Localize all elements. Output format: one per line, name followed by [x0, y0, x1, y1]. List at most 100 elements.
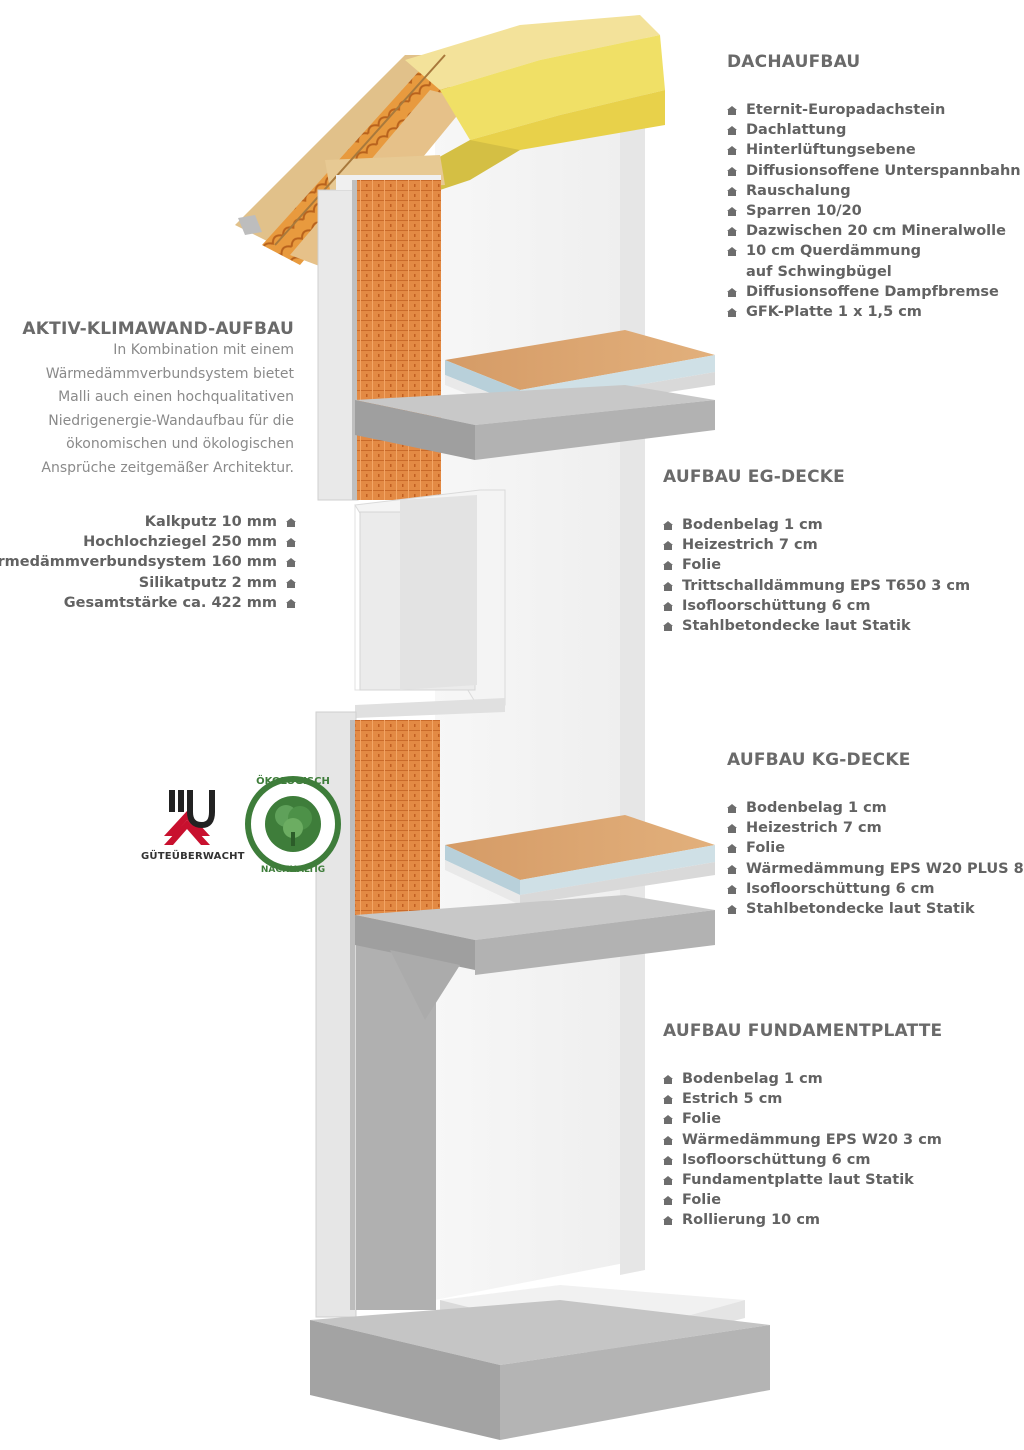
kg-layer-item: Folie: [727, 838, 1024, 858]
wall-layer-item-label: Silikatputz 2 mm: [138, 574, 277, 591]
window: [354, 489, 506, 718]
house-bullet-icon: [663, 622, 673, 632]
roof-layer-item-label: 10 cm Querdämmung: [746, 243, 922, 260]
house-bullet-icon: [727, 844, 737, 854]
roof-layer-item: Dachlattung: [727, 120, 1021, 140]
kg-layer-item: Isofloorschüttung 6 cm: [727, 879, 1024, 899]
wall-layer-item-label: Kalkputz 10 mm: [144, 514, 277, 530]
house-bullet-icon: [727, 227, 737, 237]
wall-layer-item: Wärmedämmverbundsystem 160 mm: [0, 552, 296, 572]
kg-layer-item: Stahlbetondecke laut Statik: [727, 899, 1024, 919]
foundation-heading: AUFBAU FUNDAMENTPLATTE: [663, 1021, 943, 1041]
foundation-layer-item: Folie: [663, 1190, 942, 1210]
wall-intro-line: ökonomischen und ökologischen: [66, 436, 294, 453]
wall-heading: AKTIV-KLIMAWAND-AUFBAU: [22, 319, 294, 339]
roof-layer-item: 10 cm Querdämmung: [727, 241, 1021, 261]
house-bullet-icon: [727, 884, 737, 894]
house-bullet-icon: [663, 541, 673, 551]
foundation-layer-item: Bodenbelag 1 cm: [663, 1069, 942, 1089]
house-bullet-icon: [663, 1196, 673, 1206]
kg-layer-item: Heizestrich 7 cm: [727, 818, 1024, 838]
house-bullet-icon: [727, 247, 737, 257]
kg-layer-item: Wärmedämmung EPS W20 PLUS 8 cm: [727, 859, 1024, 879]
gueteueberwacht-logo: [164, 790, 215, 845]
kg-layer-item-label: Isofloorschüttung 6 cm: [746, 880, 935, 897]
eg-layer-item: Folie: [663, 555, 970, 575]
kg-layer-item-label: Stahlbetondecke laut Statik: [746, 901, 975, 918]
kg-layer-item: Bodenbelag 1 cm: [727, 798, 1024, 818]
eg-section: AUFBAU EG-DECKE Bodenbelag 1 cm Heizestri…: [663, 467, 970, 636]
eco-seal-bottom-text: NACHHALTIG: [261, 865, 325, 875]
wall-layer-item: Kalkputz 10 mm: [0, 512, 296, 532]
house-bullet-icon: [663, 1095, 673, 1105]
house-bullet-icon: [663, 1155, 673, 1165]
kg-slab: [355, 815, 715, 1020]
roof-layer-item-label: Dachlattung: [746, 122, 847, 139]
foundation-layer-item: Folie: [663, 1109, 942, 1129]
foundation-layer-item-label: Wärmedämmung EPS W20 3 cm: [682, 1131, 942, 1148]
foundation-layer-item-label: Bodenbelag 1 cm: [682, 1071, 823, 1087]
foundation-slab: [310, 1285, 770, 1440]
kg-layer-item-label: Wärmedämmung EPS W20 PLUS 8 cm: [746, 860, 1024, 877]
wall-layer-item-label: Wärmedämmverbundsystem 160 mm: [0, 554, 277, 571]
house-bullet-icon: [286, 538, 296, 548]
roof-layer-item-label: auf Schwingbügel: [746, 263, 892, 280]
foundation-layer-item-label: Fundamentplatte laut Statik: [682, 1172, 914, 1189]
wall-layer-item: Gesamtstärke ca. 422 mm: [0, 593, 296, 613]
foundation-layer-item: Wärmedämmung EPS W20 3 cm: [663, 1130, 942, 1150]
kg-layer-item-label: Folie: [746, 840, 786, 857]
house-bullet-icon: [663, 601, 673, 611]
kg-layer-item-label: Bodenbelag 1 cm: [746, 800, 887, 816]
roof-layer-item-label: Rauschalung: [746, 182, 851, 199]
eg-layer-item-label: Isofloorschüttung 6 cm: [682, 597, 871, 614]
house-bullet-icon: [727, 106, 737, 115]
roof-layer-item: Hinterlüftungsebene: [727, 140, 1021, 160]
house-bullet-icon: [663, 1135, 673, 1145]
roof-layer-item: Rauschalung: [727, 181, 1021, 201]
eg-layer-item: Stahlbetondecke laut Statik: [663, 616, 970, 636]
house-bullet-icon: [286, 578, 296, 588]
wall-intro-line: Malli auch einen hochqualitativen: [58, 389, 294, 406]
foundation-layer-item-label: Estrich 5 cm: [682, 1091, 783, 1108]
house-bullet-icon: [663, 1075, 673, 1084]
eg-heading: AUFBAU EG-DECKE: [663, 467, 845, 487]
wall-intro-line: Ansprüche zeitgemäßer Architektur.: [41, 459, 294, 476]
roof-layer-item-label: GFK-Platte 1 x 1,5 cm: [746, 304, 922, 321]
house-bullet-icon: [663, 581, 673, 591]
upper-wall: [317, 175, 441, 501]
house-bullet-icon: [286, 518, 296, 527]
roof-layer-item: auf Schwingbügel: [727, 262, 1021, 282]
house-bullet-icon: [727, 824, 737, 834]
house-bullet-icon: [727, 166, 737, 176]
kg-heading: AUFBAU KG-DECKE: [727, 750, 911, 770]
wall-layer-item-label: Gesamtstärke ca. 422 mm: [63, 594, 277, 611]
wall-intro-line: In Kombination mit einem: [113, 342, 294, 358]
eco-seal: ÖKOLOGISCH NACHHALTIG: [245, 773, 341, 875]
eg-layer-item: Trittschalldämmung EPS T650 3 cm: [663, 576, 970, 596]
wall-layer-item: Silikatputz 2 mm: [0, 573, 296, 593]
eg-layer-item: Heizestrich 7 cm: [663, 535, 970, 555]
wall-intro-line: Niedrigenergie-Wandaufbau für die: [48, 412, 294, 429]
foundation-layer-item-label: Folie: [682, 1111, 722, 1128]
foundation-layer-item-label: Isofloorschüttung 6 cm: [682, 1151, 871, 1168]
house-bullet-icon: [663, 561, 673, 571]
eg-layer-item-label: Bodenbelag 1 cm: [682, 517, 823, 533]
foundation-layer-item: Fundamentplatte laut Statik: [663, 1170, 942, 1190]
house-bullet-icon: [727, 905, 737, 915]
house-bullet-icon: [727, 207, 737, 217]
house-bullet-icon: [663, 1115, 673, 1125]
eg-layer-item: Isofloorschüttung 6 cm: [663, 596, 970, 616]
roof-layer-item-label: Eternit-Europadachstein: [746, 102, 946, 118]
eg-slab: [355, 330, 715, 460]
house-bullet-icon: [727, 146, 737, 156]
kg-section: AUFBAU KG-DECKE Bodenbelag 1 cm Heizestri…: [727, 750, 1024, 919]
roof-layer-item-label: Hinterlüftungsebene: [746, 142, 916, 159]
roof-layer-item: Dazwischen 20 cm Mineralwolle: [727, 221, 1021, 241]
